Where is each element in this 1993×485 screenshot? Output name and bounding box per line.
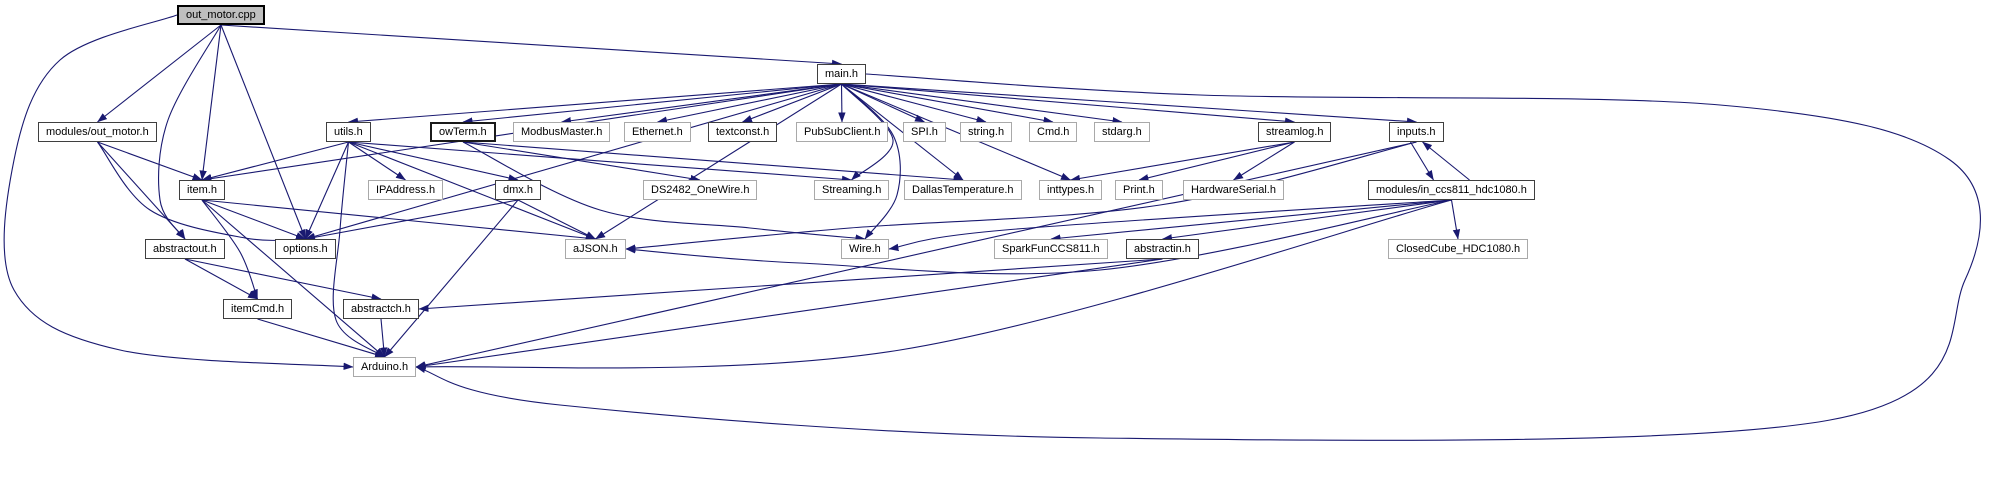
edge-item_h-to-itemcmd_h [201, 199, 259, 300]
edge-utils_h-to-ipaddress_h [348, 141, 406, 181]
edge-owterm_h-to-dallastemperature_h [462, 141, 964, 183]
edge-main_h-to-options_h [305, 83, 842, 240]
edge-abstractin_h-to-arduino_h [415, 258, 1163, 370]
graph-node-modules_in_ccs811_hdc1080_h[interactable]: modules/in_ccs811_hdc1080.h [1368, 180, 1535, 200]
edge-modules_in_ccs811_hdc1080_h-to-ajson_h [625, 199, 1452, 275]
graph-node-item_h[interactable]: item.h [179, 180, 225, 200]
graph-node-itemcmd_h[interactable]: itemCmd.h [223, 299, 293, 319]
graph-node-ds2482_onewire_h: DS2482_OneWire.h [643, 180, 758, 200]
edge-modules_out_motor_h-to-abstractout_h [97, 141, 186, 240]
edge-main_h-to-dallastemperature_h [841, 83, 964, 181]
edge-abstractch_h-to-arduino_h [379, 318, 388, 358]
edge-utils_h-to-dmx_h [348, 141, 519, 182]
graph-node-options_h[interactable]: options.h [275, 239, 336, 259]
edge-dmx_h-to-options_h [305, 199, 519, 241]
edge-utils_h-to-streaming_h [348, 141, 852, 183]
edge-modules_out_motor_h-to-options_h [97, 141, 306, 243]
graph-node-spi_h: SPI.h [903, 122, 946, 142]
edge-main_h-to-textconst_h [742, 83, 842, 123]
edge-out_motor_cpp-to-abstractout_h [158, 24, 222, 240]
edge-item_h-to-arduino_h [201, 199, 385, 358]
graph-node-utils_h[interactable]: utils.h [326, 122, 371, 142]
edge-abstractin_h-to-abstractch_h [418, 258, 1163, 313]
graph-node-streamlog_h[interactable]: streamlog.h [1258, 122, 1332, 142]
edge-streamlog_h-to-print_h [1138, 141, 1295, 182]
edge-streamlog_h-to-inttypes_h [1070, 141, 1295, 183]
graph-node-abstractout_h[interactable]: abstractout.h [145, 239, 225, 259]
edge-dmx_h-to-arduino_h [384, 199, 519, 358]
edge-utils_h-to-arduino_h [332, 141, 385, 358]
edge-streamlog_h-to-hardwareserial_h [1233, 141, 1295, 181]
edge-abstractout_h-to-abstractch_h [184, 258, 382, 301]
edge-main_h-to-ethernet_h [657, 83, 842, 124]
graph-node-owterm_h[interactable]: owTerm.h [430, 122, 496, 142]
edge-item_h-to-ajson_h [201, 199, 596, 242]
graph-node-modules_out_motor_h[interactable]: modules/out_motor.h [38, 122, 157, 142]
edge-out_motor_cpp-to-item_h [199, 24, 222, 181]
edge-dmx_h-to-ajson_h [517, 199, 596, 240]
graph-node-inttypes_h: inttypes.h [1039, 180, 1103, 200]
graph-node-ipaddress_h: IPAddress.h [368, 180, 444, 200]
edge-modules_out_motor_h-to-item_h [97, 141, 203, 181]
edge-main_h-to-inttypes_h [841, 83, 1071, 181]
edge-main_h-to-cmd_h [841, 83, 1054, 124]
edge-abstractout_h-to-itemcmd_h [184, 258, 258, 300]
graph-node-abstractin_h[interactable]: abstractin.h [1126, 239, 1199, 259]
edge-itemcmd_h-to-arduino_h [257, 318, 385, 358]
edge-utils_h-to-ajson_h [348, 141, 596, 240]
edge-main_h-to-pubsubclient_h [838, 83, 846, 123]
edge-modules_in_ccs811_hdc1080_h-to-abstractin_h [1162, 199, 1452, 242]
graph-node-streaming_h: Streaming.h [814, 180, 890, 200]
edge-main_h-to-string_h [841, 83, 987, 124]
edge-utils_h-to-item_h [201, 141, 349, 182]
edge-utils_h-to-options_h [304, 141, 350, 240]
edge-main_h-to-wire_h [841, 83, 901, 240]
edge-out_motor_cpp-to-main_h [220, 24, 842, 68]
edge-main_h-to-stdarg_h [841, 83, 1123, 125]
edge-inputs_h-to-arduino_h [415, 141, 1417, 369]
graph-node-stdarg_h: stdarg.h [1094, 122, 1150, 142]
edge-main_h-to-owterm_h [462, 83, 842, 125]
graph-node-arduino_h: Arduino.h [353, 357, 417, 377]
edge-owterm_h-to-ds2482_onewire_h [462, 141, 701, 183]
graph-node-inputs_h[interactable]: inputs.h [1389, 122, 1444, 142]
edge-modules_in_ccs811_hdc1080_h-to-wire_h [888, 199, 1452, 252]
graph-node-ajson_h: aJSON.h [565, 239, 626, 259]
edge-modules_in_ccs811_hdc1080_h-to-inputs_h [1422, 141, 1470, 181]
edge-main_h-to-streamlog_h [841, 83, 1295, 125]
graph-node-closedcube_hdc1080_h: ClosedCube_HDC1080.h [1388, 239, 1529, 259]
graph-node-ethernet_h: Ethernet.h [624, 122, 691, 142]
edge-main_h-to-streaming_h [841, 83, 894, 181]
graph-node-print_h: Print.h [1115, 180, 1163, 200]
graph-node-dmx_h[interactable]: dmx.h [495, 180, 541, 200]
graph-node-sparkfunccs811_h: SparkFunCCS811.h [994, 239, 1108, 259]
graph-node-string_h: string.h [960, 122, 1013, 142]
graph-node-main_h[interactable]: main.h [817, 64, 867, 84]
edge-out_motor_cpp-to-modules_out_motor_h [97, 24, 222, 123]
graph-node-out_motor_cpp: out_motor.cpp [177, 5, 265, 25]
graph-node-textconst_h[interactable]: textconst.h [708, 122, 778, 142]
edge-modules_in_ccs811_hdc1080_h-to-closedcube_hdc1080_h [1450, 199, 1461, 240]
edge-owterm_h-to-wire_h [462, 141, 866, 242]
graph-node-abstractch_h[interactable]: abstractch.h [343, 299, 419, 319]
graph-node-dallastemperature_h: DallasTemperature.h [904, 180, 1022, 200]
graph-node-modbusmaster_h: ModbusMaster.h [513, 122, 611, 142]
edge-main_h-to-inputs_h [841, 83, 1417, 126]
graph-node-cmd_h: Cmd.h [1029, 122, 1078, 142]
edge-main_h-to-modbusmaster_h [561, 83, 842, 125]
edge-modules_in_ccs811_hdc1080_h-to-arduino_h [415, 199, 1452, 371]
edge-modules_in_ccs811_hdc1080_h-to-sparkfunccs811_h [1050, 199, 1452, 242]
edge-inputs_h-to-modules_in_ccs811_hdc1080_h [1410, 141, 1434, 181]
edge-out_motor_cpp-to-arduino_h [3, 14, 354, 371]
edge-out_motor_cpp-to-options_h [220, 24, 307, 240]
graph-node-wire_h: Wire.h [841, 239, 889, 259]
edge-main_h-to-utils_h [348, 83, 842, 125]
edge-inputs_h-to-ajson_h [625, 141, 1417, 252]
graph-node-pubsubclient_h: PubSubClient.h [796, 122, 889, 142]
edge-item_h-to-options_h [201, 199, 306, 240]
graph-node-hardwareserial_h: HardwareSerial.h [1183, 180, 1284, 200]
edge-main_h-to-arduino_h [415, 73, 1981, 441]
